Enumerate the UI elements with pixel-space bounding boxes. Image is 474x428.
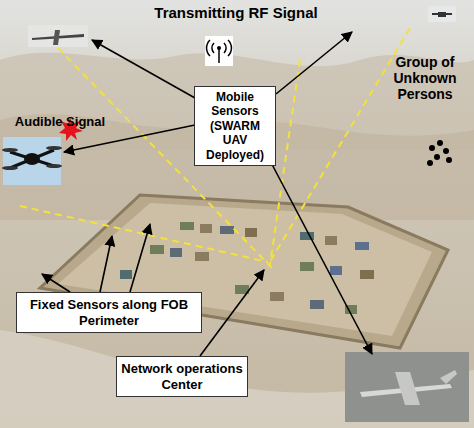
uav-quad-small <box>428 6 456 22</box>
rf-antenna-icon <box>207 40 232 63</box>
signal-label: Audible Signal <box>4 115 116 130</box>
callout-text: Network operations Center <box>121 361 243 392</box>
callout-box: Network operations Center <box>116 356 248 397</box>
callout-text: Mobile Sensors (SWARM UAV Deployed) <box>198 90 272 162</box>
callout-box: Fixed Sensors along FOB Perimeter <box>16 292 202 333</box>
callout-text: Fixed Sensors along FOB Perimeter <box>21 297 197 328</box>
signal-label: Transmitting RF Signal <box>150 4 322 21</box>
group-label: Group of Unknown Persons <box>378 54 472 102</box>
uav-glider <box>28 25 88 47</box>
unknown-persons-dots <box>427 140 452 166</box>
uav-quadcopter <box>2 137 62 185</box>
uav-predator <box>345 352 469 422</box>
sensor-range-lines <box>20 28 410 268</box>
callout-box: Mobile Sensors (SWARM UAV Deployed) <box>194 86 276 166</box>
rf-icon-box <box>205 36 233 66</box>
